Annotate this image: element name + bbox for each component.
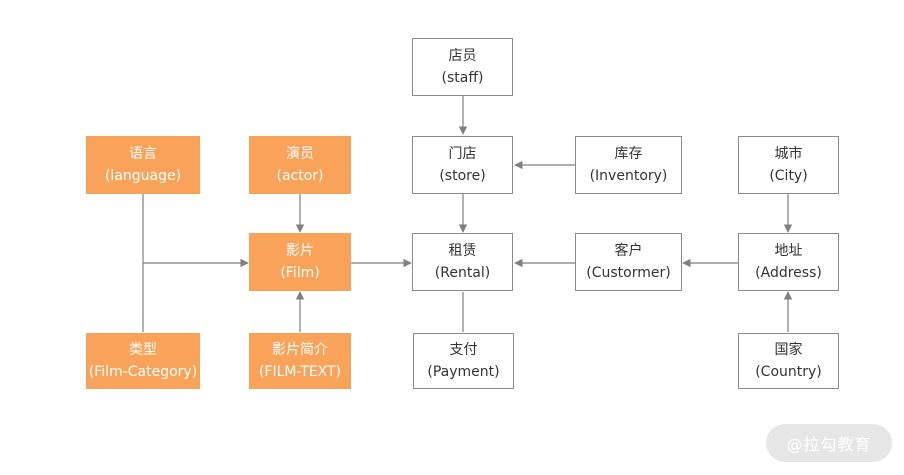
node-country-zh: 国家 xyxy=(774,342,803,358)
node-payment: 支付 (Payment) xyxy=(413,333,514,389)
node-payment-en: (Payment) xyxy=(427,364,500,380)
node-filmtext-en: (FILM-TEXT) xyxy=(258,364,342,380)
node-film: 影片 (Film) xyxy=(249,233,351,291)
node-payment-zh: 支付 xyxy=(449,342,478,358)
node-country: 国家 (Country) xyxy=(738,333,839,389)
node-filmtext: 影片简介 (FILM-TEXT) xyxy=(249,333,351,389)
node-category: 类型 (Film-Category) xyxy=(86,333,200,389)
node-language-zh: 语言 xyxy=(129,146,157,162)
node-inventory-en: (Inventory) xyxy=(589,168,668,184)
node-store-en: (store) xyxy=(439,168,486,184)
node-film-zh: 影片 xyxy=(286,243,314,259)
node-rental-zh: 租赁 xyxy=(448,243,477,259)
node-country-en: (Country) xyxy=(755,364,822,380)
node-film-en: (Film) xyxy=(280,265,320,281)
node-customer: 客户 (Custormer) xyxy=(575,233,682,291)
node-customer-en: (Custormer) xyxy=(586,265,671,281)
node-staff-en: (staff) xyxy=(441,70,484,86)
node-staff: 店员 (staff) xyxy=(412,38,513,96)
node-address-en: (Address) xyxy=(755,265,822,281)
node-customer-zh: 客户 xyxy=(614,243,643,259)
node-category-en: (Film-Category) xyxy=(88,364,198,380)
node-actor-zh: 演员 xyxy=(286,146,314,162)
node-filmtext-zh: 影片简介 xyxy=(272,342,328,358)
node-inventory-zh: 库存 xyxy=(614,146,643,162)
node-staff-zh: 店员 xyxy=(448,48,477,64)
node-language-en: (language) xyxy=(104,168,182,184)
node-language: 语言 (language) xyxy=(86,136,200,194)
node-address: 地址 (Address) xyxy=(738,233,839,291)
node-store: 门店 (store) xyxy=(412,136,513,194)
watermark-badge: @拉勾教育 xyxy=(766,424,892,462)
node-inventory: 库存 (Inventory) xyxy=(575,136,682,194)
node-city-zh: 城市 xyxy=(774,146,803,162)
node-store-zh: 门店 xyxy=(448,146,477,162)
node-city: 城市 (City) xyxy=(738,136,839,194)
node-address-zh: 地址 xyxy=(774,243,803,259)
node-rental: 租赁 (Rental) xyxy=(412,233,513,291)
node-category-zh: 类型 xyxy=(129,342,157,358)
node-rental-en: (Rental) xyxy=(434,265,491,281)
node-actor: 演员 (actor) xyxy=(249,136,351,194)
node-actor-en: (actor) xyxy=(276,168,324,184)
node-city-en: (City) xyxy=(769,168,808,184)
